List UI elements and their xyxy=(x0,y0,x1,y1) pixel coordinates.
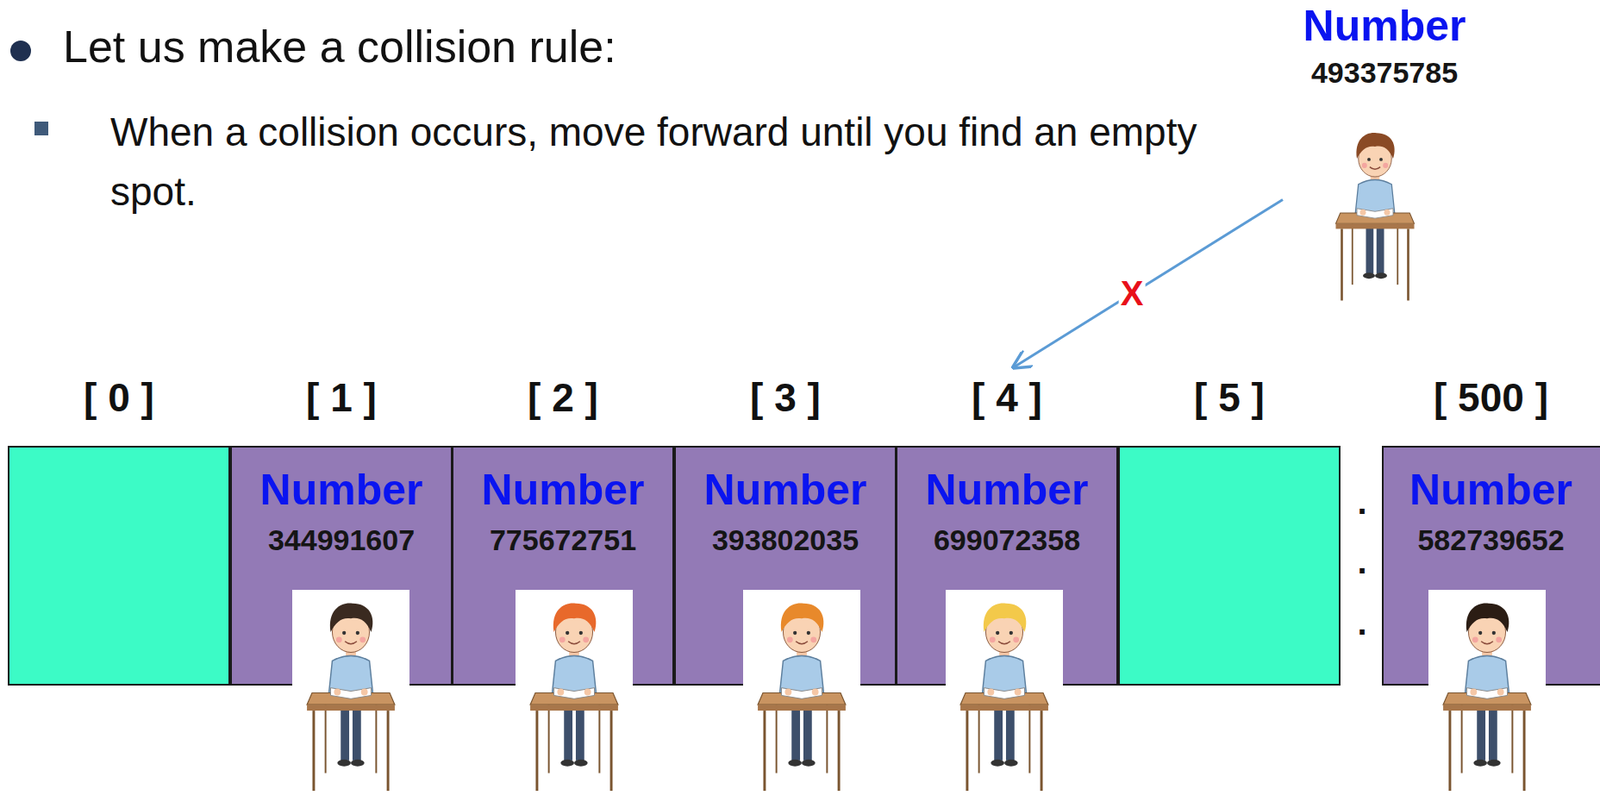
slot-index: [ 2 ] xyxy=(451,374,675,421)
phone-number: 344991607 xyxy=(230,522,453,558)
rejection-mark: X xyxy=(1118,275,1146,311)
slot-index: [ 500 ] xyxy=(1381,374,1600,421)
phone-number: 775672751 xyxy=(451,522,675,558)
slot-index: [ 4 ] xyxy=(895,374,1119,421)
slot-index: [ 0 ] xyxy=(7,374,231,421)
phone-number: 582739652 xyxy=(1381,522,1600,558)
hash-slot: [ 3 ] Number 393802035 xyxy=(674,367,897,688)
student-figure xyxy=(1443,602,1532,791)
arrow-connector xyxy=(1013,199,1283,368)
slot-index: [ 1 ] xyxy=(230,374,453,421)
number-heading: Number xyxy=(895,463,1119,516)
hash-slot: [ 5 ] xyxy=(1118,367,1341,688)
number-heading: Number xyxy=(451,463,675,516)
student-figure xyxy=(757,602,846,791)
phone-number: 699072358 xyxy=(895,522,1119,558)
bullet-text: When a collision occurs, move forward un… xyxy=(110,102,1266,222)
number-heading: Number xyxy=(1282,0,1487,52)
incoming-student: Number493375785 xyxy=(1282,0,1487,307)
slot-index: [ 3 ] xyxy=(674,374,897,421)
number-heading: Number xyxy=(674,463,897,516)
ellipsis-dot: . xyxy=(1356,603,1367,642)
number-heading: Number xyxy=(230,463,453,516)
student-figure xyxy=(1336,132,1415,301)
hash-slot: [ 1 ] Number 344991607 xyxy=(230,367,453,688)
student-figure xyxy=(960,602,1049,791)
ellipsis-dot: . xyxy=(1356,542,1367,581)
slot-fill xyxy=(7,445,231,686)
bullet-square xyxy=(34,121,49,136)
ellipsis-dot: . xyxy=(1356,482,1367,521)
phone-number: 493375785 xyxy=(1282,55,1487,91)
hash-slot: [ 0 ] xyxy=(7,367,231,688)
slot-index: [ 5 ] xyxy=(1118,374,1341,421)
phone-number: 393802035 xyxy=(674,522,897,558)
hash-slot: [ 500 ] Number 582739652 xyxy=(1381,367,1600,688)
number-heading: Number xyxy=(1381,463,1600,516)
student-figure xyxy=(306,602,395,791)
bullet-dot xyxy=(10,40,32,62)
slot-fill xyxy=(1118,445,1341,686)
hash-slot: [ 4 ] Number 699072358 xyxy=(895,367,1119,688)
student-figure xyxy=(530,602,619,791)
hash-slot: [ 2 ] Number 775672751 xyxy=(451,367,675,688)
slide-title: Let us make a collision rule: xyxy=(62,19,617,74)
